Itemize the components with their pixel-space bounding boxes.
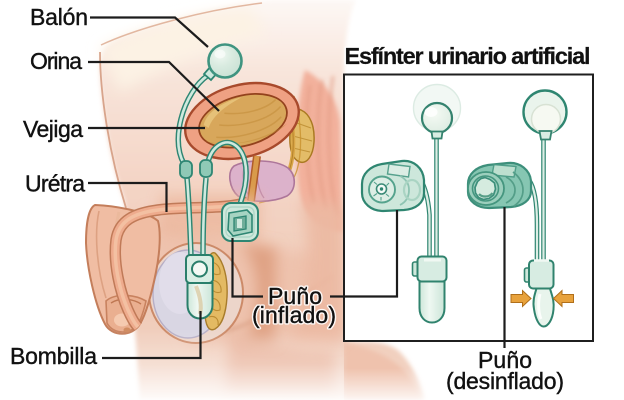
svg-text:(desinflado): (desinflado) <box>446 368 564 394</box>
svg-text:Puño: Puño <box>478 347 532 373</box>
svg-text:Urétra: Urétra <box>25 171 85 197</box>
svg-text:(inflado): (inflado) <box>252 302 336 328</box>
svg-text:Esfínter urinario artificial: Esfínter urinario artificial <box>345 43 591 69</box>
svg-text:Esfínter urinario artificial: Esfínter urinario artificial <box>345 43 591 69</box>
svg-text:Puño: Puño <box>268 283 322 309</box>
svg-text:Balón: Balón <box>30 4 88 30</box>
svg-text:Bombilla: Bombilla <box>10 343 97 369</box>
svg-text:Bombilla: Bombilla <box>10 343 97 369</box>
svg-text:Puño: Puño <box>268 283 322 309</box>
svg-text:Urétra: Urétra <box>25 171 85 197</box>
svg-text:(inflado): (inflado) <box>252 302 336 328</box>
svg-text:Vejiga: Vejiga <box>23 116 83 142</box>
svg-text:Orina: Orina <box>30 48 82 74</box>
svg-text:Vejiga: Vejiga <box>23 116 83 142</box>
svg-text:Balón: Balón <box>30 4 88 30</box>
svg-text:Orina: Orina <box>30 48 82 74</box>
svg-text:(desinflado): (desinflado) <box>446 368 564 394</box>
svg-text:Puño: Puño <box>478 347 532 373</box>
